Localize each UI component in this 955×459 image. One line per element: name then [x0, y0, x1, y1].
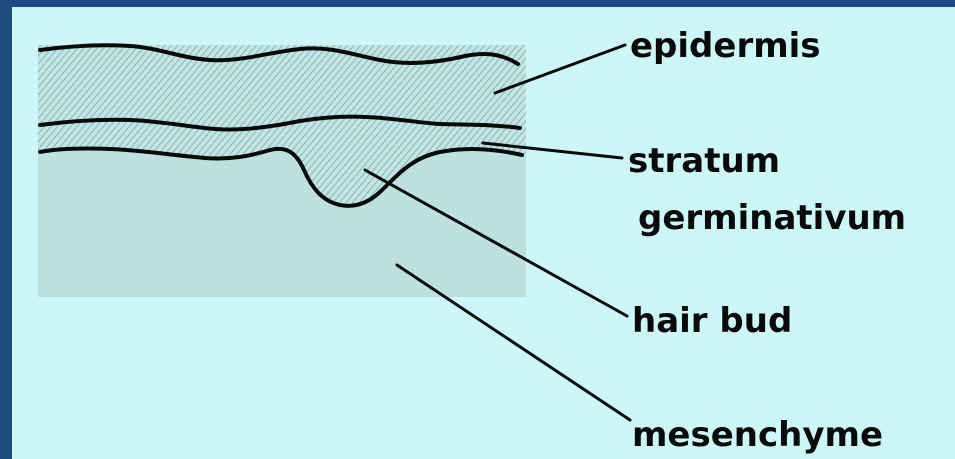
tissue-block: [38, 45, 526, 297]
label-mesenchyme: mesenchyme: [632, 415, 883, 455]
label-hair-bud: hair bud: [632, 301, 792, 341]
labels: epidermis stratum germinativum hair bud …: [628, 26, 906, 455]
label-stratum: stratum: [628, 141, 780, 181]
label-germinativum: germinativum: [638, 198, 906, 238]
label-epidermis: epidermis: [630, 26, 821, 66]
